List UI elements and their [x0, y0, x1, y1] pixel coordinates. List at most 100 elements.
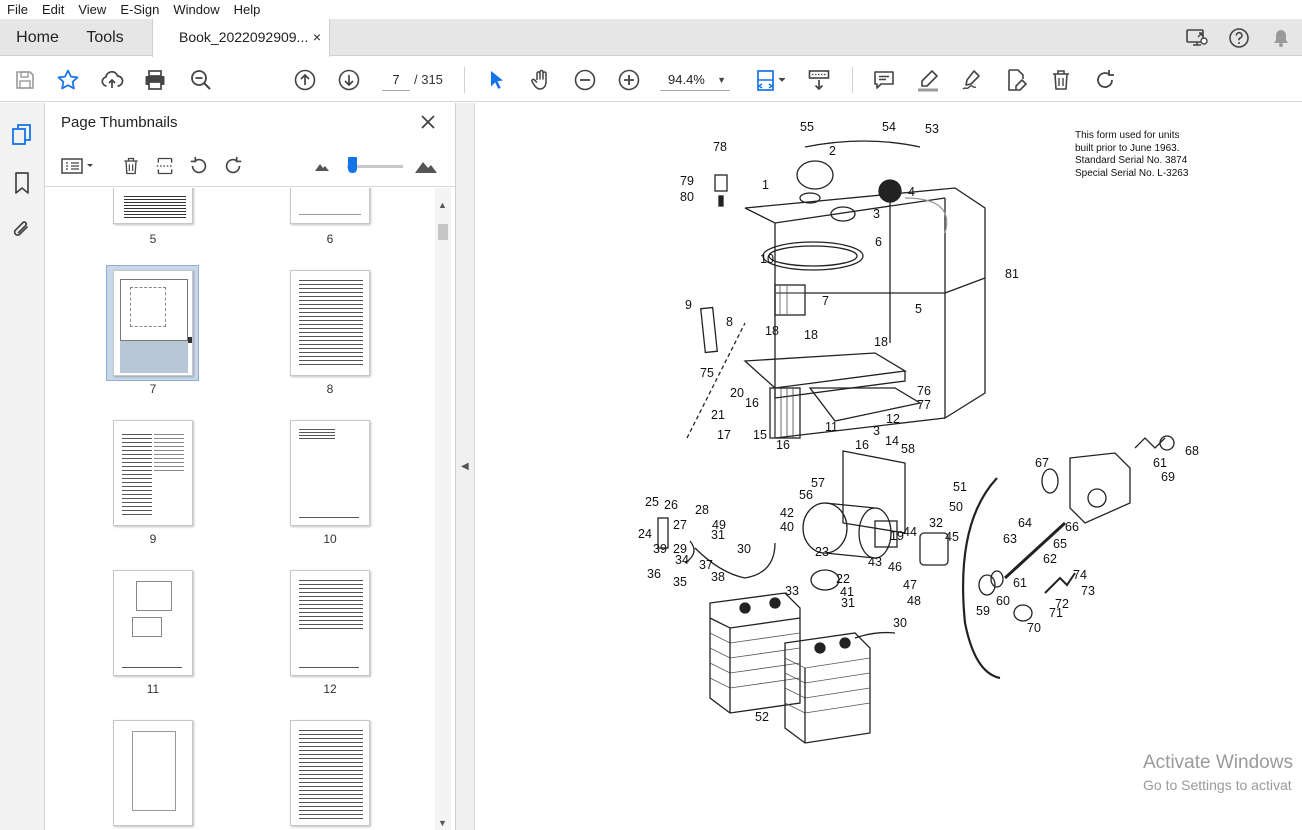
thumbnail-size-slider[interactable]: [348, 157, 357, 173]
toolbar-divider: [464, 67, 465, 93]
small-thumbnails-icon[interactable]: [309, 154, 335, 178]
rotate-counterclockwise-icon[interactable]: [186, 154, 212, 178]
callout-number: 30: [737, 542, 751, 556]
callout-number: 24: [638, 527, 652, 541]
select-cursor-icon[interactable]: [482, 65, 512, 95]
callout-number: 63: [1003, 532, 1017, 546]
tab-bar: Home Tools Book_2022092909... ×: [0, 19, 1302, 57]
callout-number: 5: [915, 302, 922, 316]
page-thumbnail[interactable]: [290, 270, 370, 376]
tab-home[interactable]: Home: [16, 29, 59, 46]
callout-number: 57: [811, 476, 825, 490]
bookmarks-icon[interactable]: [8, 169, 36, 197]
thumbnail-size-track: [347, 165, 403, 168]
thumbnail-content: [132, 617, 162, 637]
tab-tools[interactable]: Tools: [86, 29, 124, 46]
thumbnail-toolbar: [45, 145, 456, 187]
next-page-icon[interactable]: [334, 65, 364, 95]
panel-splitter[interactable]: ◀: [456, 103, 475, 830]
zoom-level-select[interactable]: 94.4% ▼: [660, 69, 730, 91]
sign-pen-icon[interactable]: [957, 65, 987, 95]
note-line: This form used for units: [1075, 130, 1180, 141]
menu-file[interactable]: File: [7, 2, 28, 17]
close-tab-icon[interactable]: ×: [312, 29, 321, 45]
callout-number: 19: [890, 529, 904, 543]
scrollbar-thumb[interactable]: [438, 224, 448, 240]
scroll-up-arrow-icon[interactable]: ▲: [438, 200, 447, 210]
thumbnail-label: 10: [323, 532, 337, 546]
highlight-pen-icon[interactable]: [913, 65, 943, 95]
thumbnail-options-icon[interactable]: [59, 154, 97, 178]
page-thumbnail[interactable]: [290, 570, 370, 676]
insert-page-icon[interactable]: [152, 154, 178, 178]
share-screen-icon[interactable]: [1176, 19, 1218, 56]
page-thumbnail[interactable]: [113, 720, 193, 826]
thumbnail-content: [299, 429, 335, 439]
callout-number: 18: [874, 335, 888, 349]
thumbnail-content: [122, 431, 152, 515]
upload-cloud-icon[interactable]: [97, 65, 127, 95]
exploded-parts-diagram: 5554537827914803681109758181818752076167…: [638, 120, 1199, 744]
tab-document[interactable]: Book_2022092909... ×: [152, 19, 330, 57]
scroll-down-arrow-icon[interactable]: ▼: [438, 818, 447, 828]
callout-number: 18: [804, 328, 818, 342]
callout-number: 81: [1005, 267, 1019, 281]
zoom-out-icon[interactable]: [570, 65, 600, 95]
large-thumbnails-icon[interactable]: [413, 154, 439, 178]
menu-edit[interactable]: Edit: [41, 2, 65, 17]
zoom-in-icon[interactable]: [614, 65, 644, 95]
page-thumbnail[interactable]: [290, 720, 370, 826]
edit-pdf-icon[interactable]: [1001, 65, 1031, 95]
callout-number: 74: [1073, 568, 1087, 582]
thumbnail-content: [299, 517, 359, 518]
save-icon[interactable]: [10, 65, 40, 95]
callout-number: 18: [765, 324, 779, 338]
help-icon[interactable]: [1218, 19, 1260, 56]
rotate-clockwise-icon[interactable]: [1090, 65, 1120, 95]
previous-page-icon[interactable]: [290, 65, 320, 95]
page-thumbnail[interactable]: [290, 420, 370, 526]
page-thumbnail[interactable]: [113, 188, 193, 224]
page-total: / 315: [414, 72, 443, 87]
page-thumbnail[interactable]: [113, 420, 193, 526]
menu-esign[interactable]: E-Sign: [120, 2, 160, 17]
notification-bell-icon[interactable]: [1260, 19, 1302, 56]
page-thumbnail[interactable]: [290, 188, 370, 224]
callout-number: 16: [776, 438, 790, 452]
collapse-panel-arrow-icon[interactable]: ◀: [461, 461, 469, 472]
scroll-mode-icon[interactable]: [804, 65, 834, 95]
page-fit-icon[interactable]: [750, 65, 790, 95]
callout-number: 59: [976, 604, 990, 618]
zoom-out-search-icon[interactable]: [186, 65, 216, 95]
menu-bar: File Edit View E-Sign Window Help: [0, 0, 1302, 19]
page-thumbnail[interactable]: [113, 570, 193, 676]
page-thumbnails-icon[interactable]: [8, 121, 36, 149]
callout-number: 45: [945, 530, 959, 544]
document-viewport[interactable]: This form used for units built prior to …: [475, 103, 1302, 830]
delete-page-icon[interactable]: [118, 154, 144, 178]
thumbnail-label: 9: [149, 532, 157, 546]
delete-trash-icon[interactable]: [1046, 65, 1076, 95]
callout-number: 34: [675, 553, 689, 567]
callout-number: 33: [785, 584, 799, 598]
rotate-clockwise-icon[interactable]: [220, 154, 246, 178]
menu-help[interactable]: Help: [233, 2, 261, 17]
thumbnail-label: 11: [146, 682, 160, 696]
menu-view[interactable]: View: [78, 2, 107, 17]
hand-tool-icon[interactable]: [526, 65, 556, 95]
attachments-paperclip-icon[interactable]: [8, 215, 36, 243]
callout-number: 61: [1013, 576, 1027, 590]
callout-number: 16: [855, 438, 869, 452]
toolbar-divider: [852, 67, 853, 93]
page-number-input[interactable]: [382, 69, 410, 91]
thumbnail-scrollbar[interactable]: ▲ ▼: [435, 188, 451, 830]
callout-number: 77: [917, 398, 931, 412]
bookmark-star-icon[interactable]: [53, 65, 83, 95]
comment-icon[interactable]: [869, 65, 899, 95]
menu-window[interactable]: Window: [173, 2, 220, 17]
print-icon[interactable]: [140, 65, 170, 95]
callout-number: 71: [1049, 606, 1063, 620]
callout-number: 3: [873, 207, 880, 221]
page-thumbnail-current[interactable]: [113, 270, 193, 376]
close-panel-icon[interactable]: [417, 111, 439, 133]
